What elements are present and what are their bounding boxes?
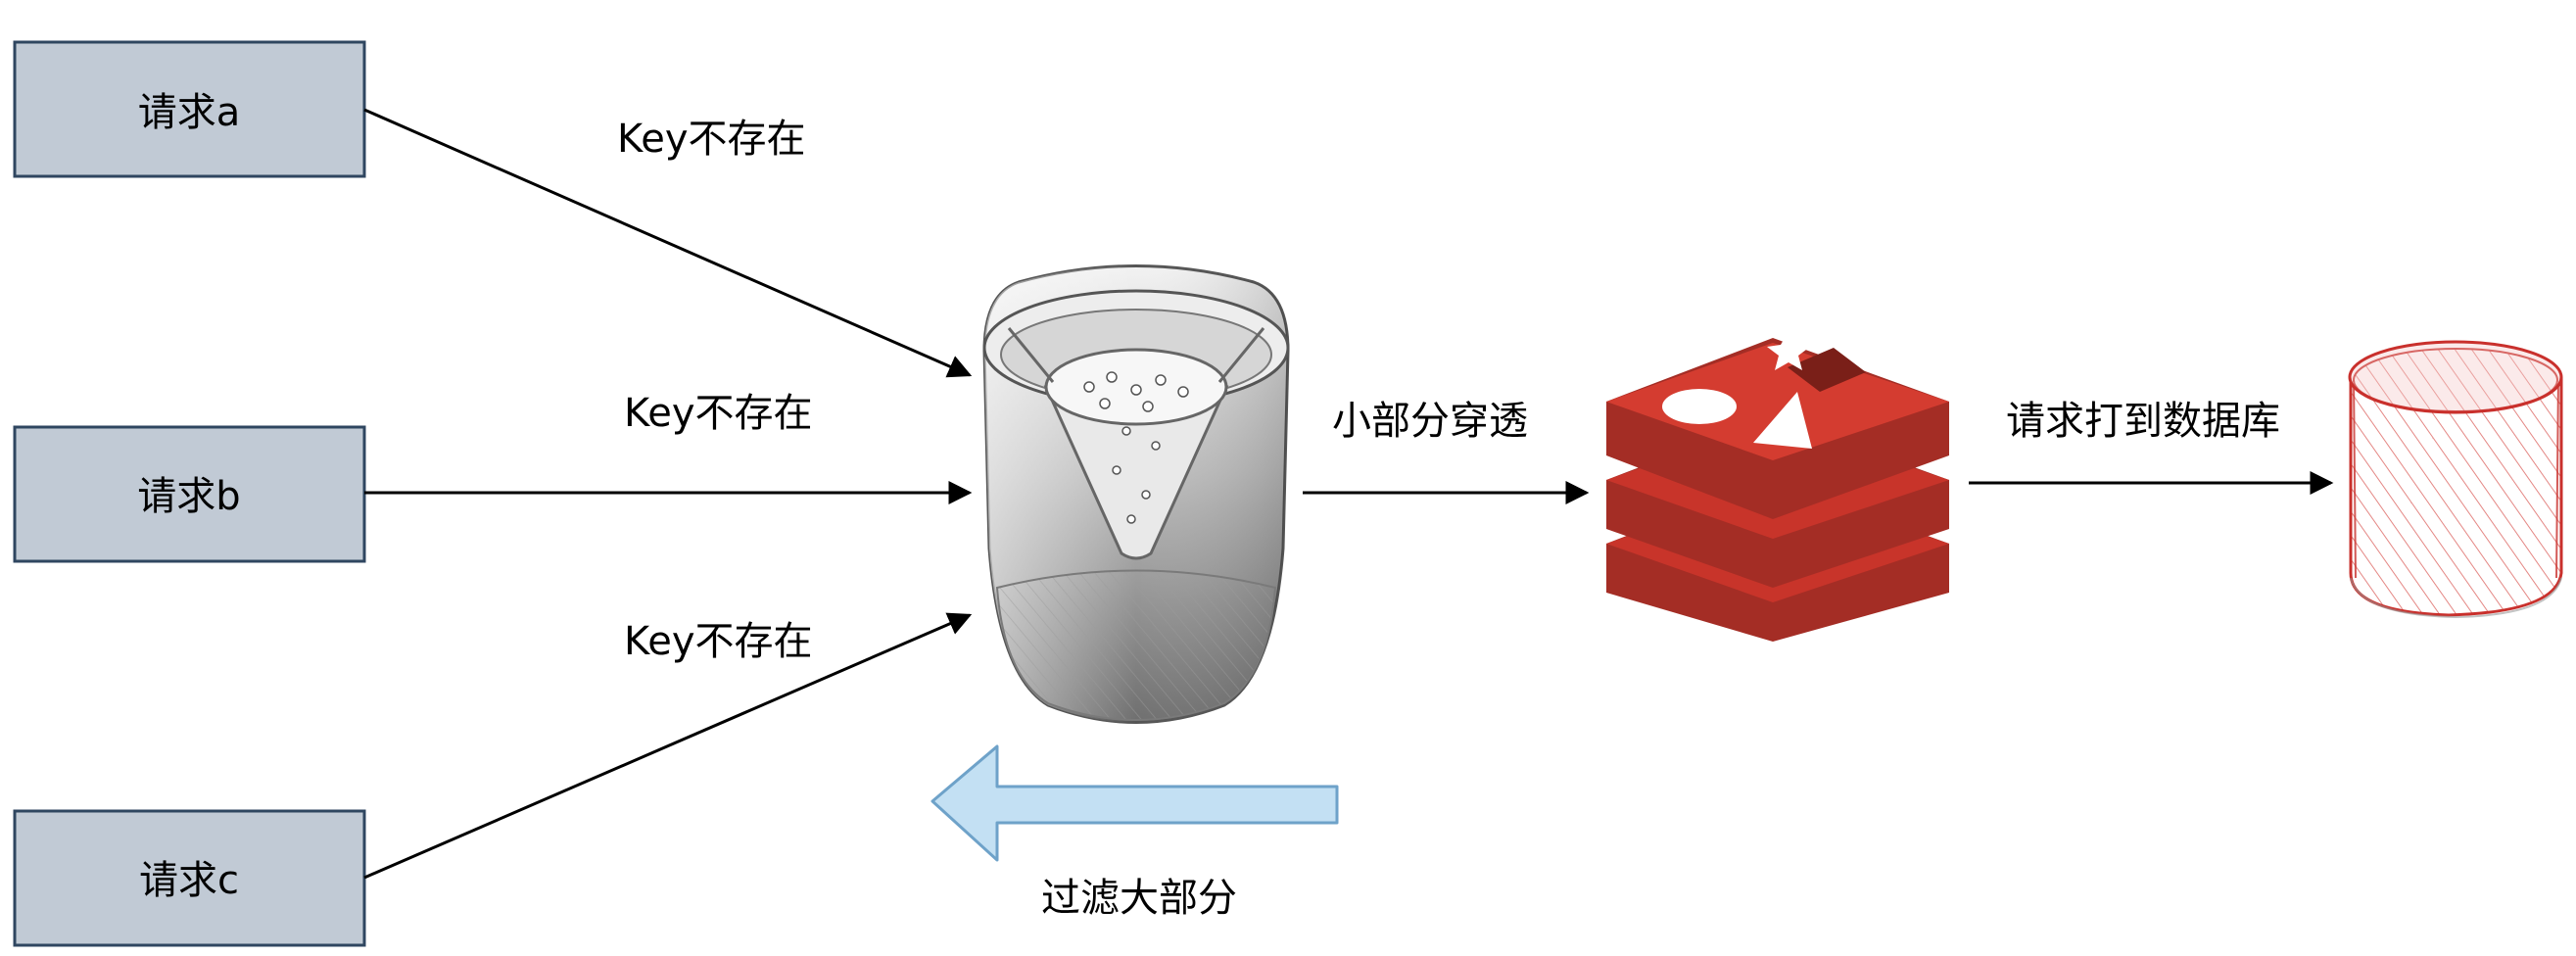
edge-c-to-filter	[363, 612, 973, 880]
edge-label-partial-pass: 小部分穿透	[1332, 399, 1528, 444]
request-label-b: 请求b	[137, 474, 240, 519]
request-label-a: 请求a	[138, 90, 241, 135]
edge-a-to-filter	[363, 108, 973, 378]
request-label-c: 请求c	[139, 858, 239, 903]
edge-label-key-missing-a: Key不存在	[617, 117, 806, 162]
bloom-filter-funnel-icon	[982, 264, 1290, 724]
edge-label-hit-database: 请求打到数据库	[2006, 399, 2280, 444]
edge-label-key-missing-b: Key不存在	[624, 391, 813, 436]
edge-label-key-missing-c: Key不存在	[624, 619, 813, 664]
edge-label-filter-most: 过滤大部分	[1041, 876, 1237, 921]
database-cylinder-icon	[2348, 340, 2563, 619]
filter-back-arrow-icon	[930, 744, 1339, 862]
request-box-b: 请求b	[13, 425, 366, 563]
redis-cache-icon	[1606, 331, 1949, 642]
request-box-c: 请求c	[13, 809, 366, 947]
request-box-a: 请求a	[13, 40, 366, 178]
